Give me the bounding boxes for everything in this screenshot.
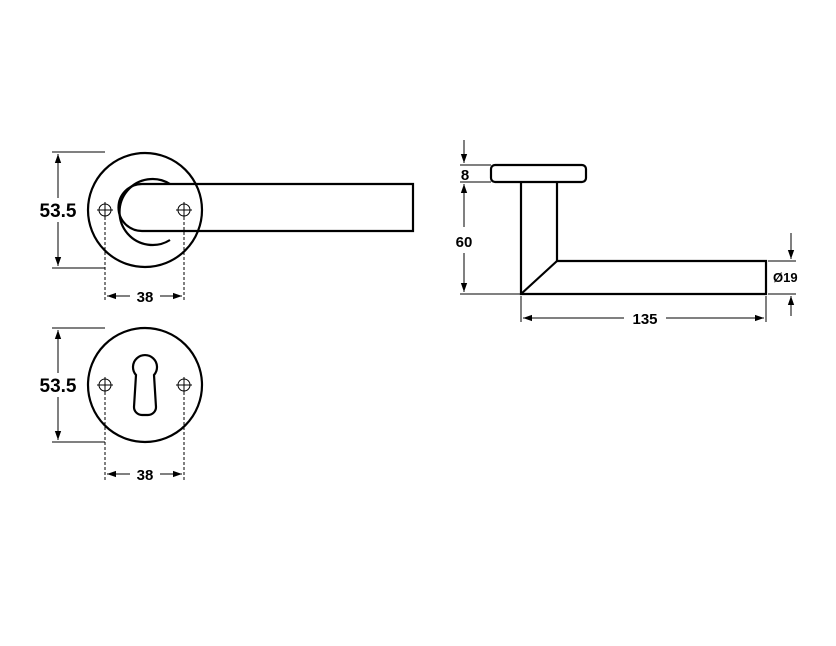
dimension-label-lever-length: 135 <box>632 311 657 328</box>
dimension-label-lever-diameter: Ø19 <box>773 270 798 285</box>
dimension-label-lever-height: 60 <box>456 234 473 251</box>
dimension-label-escutcheon-diameter: 53.5 <box>40 376 77 397</box>
dimension-label-rose-thickness: 8 <box>461 167 469 184</box>
rose-side-profile <box>489 163 588 184</box>
screw-hole-right <box>176 202 192 218</box>
rose-outline <box>86 151 204 269</box>
lever-collar-outline <box>118 177 171 247</box>
escutcheon-front-view: 53.5 38 <box>40 326 204 484</box>
dimension-label-screw-spacing: 38 <box>137 289 154 306</box>
screw-hole-left <box>97 202 113 218</box>
screw-hole-left <box>97 377 113 393</box>
dimension-label-screw-spacing: 38 <box>137 467 154 484</box>
escutcheon-outline <box>86 326 204 444</box>
lever-front-view: 53.5 38 <box>40 151 415 306</box>
lever-arm-outline <box>170 182 415 233</box>
keyhole-cutout <box>131 353 159 417</box>
lever-side-profile <box>519 182 768 296</box>
lever-side-view: 8 60 135 Ø19 <box>456 140 798 328</box>
dimension-label-rose-diameter: 53.5 <box>40 201 77 222</box>
lever-bend-line <box>520 260 558 295</box>
screw-hole-right <box>176 377 192 393</box>
